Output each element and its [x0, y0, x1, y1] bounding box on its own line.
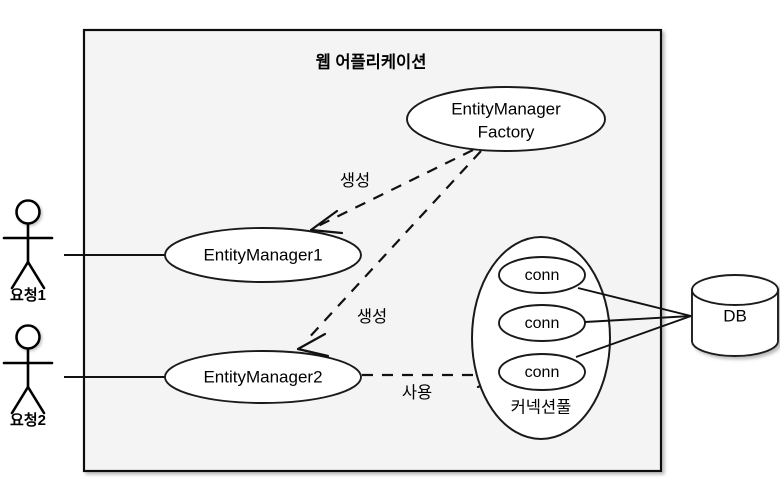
use-case-entitymanager1-label: EntityManager1 — [203, 245, 322, 264]
use-case-entitymanagerfactory-label-line2: Factory — [478, 122, 535, 141]
use-case-entitymanager2[interactable] — [164, 350, 362, 404]
boundary-title: 웹 어플리케이션 — [316, 52, 427, 71]
database-db-label: DB — [723, 306, 747, 325]
use-case-entitymanagerfactory[interactable] — [406, 86, 606, 152]
edge-emf-em1-label: 생성 — [340, 171, 370, 190]
use-case-entitymanager1[interactable] — [164, 227, 362, 283]
connection-pool-label: 커넥션풀 — [511, 397, 572, 416]
edge-emf-em2-label: 생성 — [357, 307, 387, 326]
conn-3[interactable] — [498, 353, 586, 391]
conn-2-label: conn — [525, 315, 560, 332]
edge-emf-em1 — [309, 149, 474, 235]
conn-1-label: conn — [525, 267, 560, 284]
edge-conn1-db — [577, 287, 692, 317]
actor-1-label: 요청1 — [10, 287, 46, 304]
actor-2-label: 요청2 — [10, 412, 46, 429]
conn-3-label: conn — [525, 364, 560, 381]
use-case-entitymanagerfactory-label-line1: EntityManager — [451, 99, 561, 118]
edge-conn2-db — [584, 315, 692, 323]
conn-1[interactable] — [498, 256, 586, 294]
actor-1[interactable] — [2, 199, 54, 290]
actor-2[interactable] — [2, 324, 54, 415]
edge-em2-conn-label: 사용 — [402, 383, 432, 402]
edge-conn3-db — [575, 315, 692, 358]
edge-emf-em2 — [296, 150, 482, 358]
conn-2[interactable] — [498, 304, 586, 342]
database-db[interactable] — [691, 274, 779, 357]
use-case-entitymanager2-label: EntityManager2 — [203, 367, 322, 386]
